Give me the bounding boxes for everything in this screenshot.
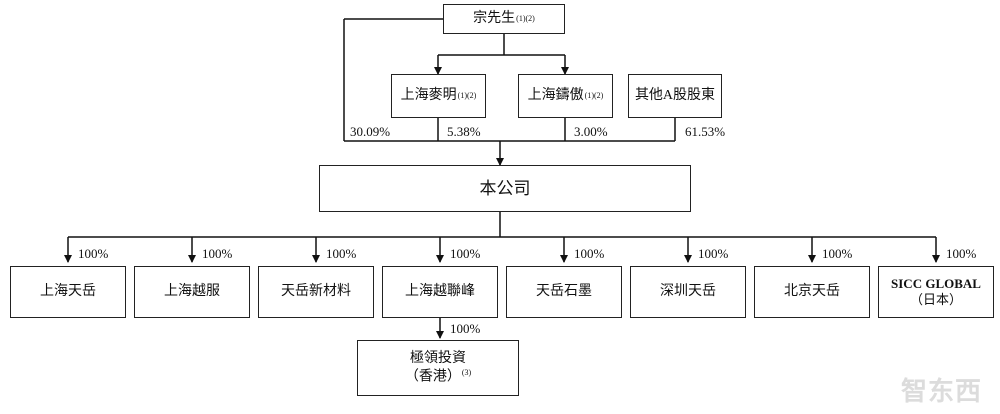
- node-top-person-label: 宗先生: [473, 11, 516, 27]
- node-sub-2-label: 上海越服: [164, 284, 220, 300]
- node-grandchild-sublabel: （香港）: [404, 369, 461, 385]
- node-sub-6: 深圳天岳: [630, 266, 746, 318]
- node-sub-7: 北京天岳: [754, 266, 870, 318]
- node-sub-2: 上海越服: [134, 266, 250, 318]
- node-holder-zhuao: 上海鑄傲(1)(2): [518, 74, 613, 118]
- node-holder-maiming: 上海麥明(1)(2): [391, 74, 486, 118]
- pct-zhuao: 3.00%: [574, 124, 608, 139]
- pct-sub-3: 100%: [326, 246, 357, 261]
- node-grandchild-label: 極領投資: [410, 351, 466, 367]
- node-company: 本公司: [319, 165, 691, 212]
- node-company-label: 本公司: [479, 178, 531, 198]
- pct-sub-8: 100%: [946, 246, 977, 261]
- node-sub-6-label: 深圳天岳: [660, 284, 716, 300]
- pct-maiming: 5.38%: [447, 124, 481, 139]
- pct-sub-4: 100%: [450, 246, 481, 261]
- node-sub-5-label: 天岳石墨: [536, 284, 592, 300]
- node-top-person: 宗先生(1)(2): [443, 4, 565, 34]
- node-sub-5: 天岳石墨: [506, 266, 622, 318]
- pct-zong: 30.09%: [350, 124, 391, 139]
- node-holder-maiming-label: 上海麥明: [400, 88, 457, 104]
- node-holder-others: 其他A股股東: [628, 74, 722, 118]
- node-sub-8-sublabel: （日本）: [909, 292, 962, 307]
- node-holder-others-label: 其他A股股東: [634, 88, 716, 104]
- node-grandchild: 極領投資 （香港）(3): [357, 340, 519, 396]
- node-holder-zhuao-note: (1)(2): [584, 91, 604, 100]
- node-holder-maiming-note: (1)(2): [457, 91, 477, 100]
- pct-sub-1: 100%: [78, 246, 109, 261]
- pct-others: 61.53%: [685, 124, 726, 139]
- node-sub-3: 天岳新材料: [258, 266, 374, 318]
- node-sub-4: 上海越聯峰: [382, 266, 498, 318]
- node-sub-8-label: SICC GLOBAL: [891, 275, 981, 291]
- node-holder-zhuao-label: 上海鑄傲: [527, 88, 584, 104]
- node-sub-4-label: 上海越聯峰: [405, 284, 475, 300]
- node-sub-3-label: 天岳新材料: [281, 284, 351, 300]
- node-sub-8: SICC GLOBAL （日本）: [878, 266, 994, 318]
- pct-grandchild: 100%: [450, 321, 481, 336]
- pct-sub-5: 100%: [574, 246, 605, 261]
- pct-sub-7: 100%: [822, 246, 853, 261]
- node-sub-7-label: 北京天岳: [784, 284, 840, 300]
- watermark-logo: 智东西: [900, 377, 982, 407]
- pct-sub-2: 100%: [202, 246, 233, 261]
- node-top-person-note: (1)(2): [516, 14, 535, 23]
- node-sub-1: 上海天岳: [10, 266, 126, 318]
- pct-sub-6: 100%: [698, 246, 729, 261]
- node-sub-1-label: 上海天岳: [40, 284, 96, 300]
- node-grandchild-note: (3): [461, 367, 472, 377]
